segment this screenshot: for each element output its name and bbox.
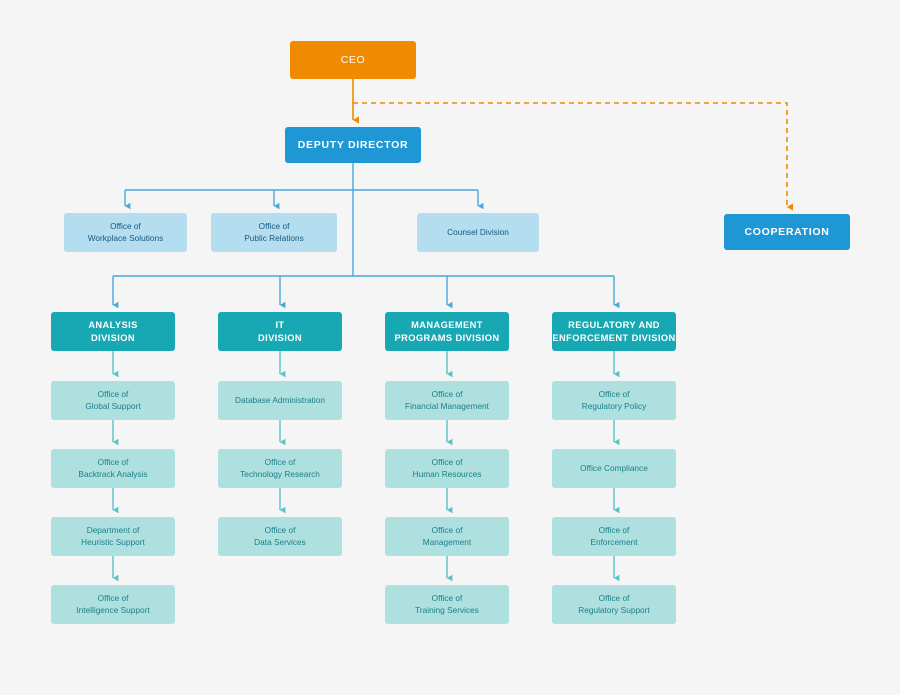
node-office-office-of-intelligence-support[interactable]: Office of Intelligence Support [51, 585, 175, 624]
node-cooperation[interactable]: COOPERATION [724, 214, 850, 250]
node-office-office-of-regulatory-policy[interactable]: Office of Regulatory Policy [552, 381, 676, 420]
node-division-analysis-division[interactable]: ANALYSIS DIVISION [51, 312, 175, 351]
node-office-office-of-global-support[interactable]: Office of Global Support [51, 381, 175, 420]
node-division-management-programs-division[interactable]: MANAGEMENT PROGRAMS DIVISION [385, 312, 509, 351]
child-connector-group [112, 351, 620, 582]
node-office-public-relations[interactable]: Office of Public Relations [211, 213, 337, 252]
node-office-office-compliance[interactable]: Office Compliance [552, 449, 676, 488]
node-office-office-of-management[interactable]: Office of Management [385, 517, 509, 556]
node-office-office-of-technology-research[interactable]: Office of Technology Research [218, 449, 342, 488]
node-office-office-of-enforcement[interactable]: Office of Enforcement [552, 517, 676, 556]
node-division-it-division[interactable]: IT DIVISION [218, 312, 342, 351]
node-ceo[interactable]: CEO [290, 41, 416, 79]
node-office-office-of-financial-management[interactable]: Office of Financial Management [385, 381, 509, 420]
node-office-office-of-training-services[interactable]: Office of Training Services [385, 585, 509, 624]
node-office-database-administration[interactable]: Database Administration [218, 381, 342, 420]
node-office-department-of-heuristic-support[interactable]: Department of Heuristic Support [51, 517, 175, 556]
node-office-office-of-human-resources[interactable]: Office of Human Resources [385, 449, 509, 488]
node-office-office-of-regulatory-support[interactable]: Office of Regulatory Support [552, 585, 676, 624]
node-deputy-director[interactable]: DEPUTY DIRECTOR [285, 127, 421, 163]
node-counsel-division[interactable]: Counsel Division [417, 213, 539, 252]
node-office-office-of-backtrack-analysis[interactable]: Office of Backtrack Analysis [51, 449, 175, 488]
node-division-regulatory-and-enforcement-division[interactable]: REGULATORY AND ENFORCEMENT DIVISION [552, 312, 676, 351]
node-office-workplace-solutions[interactable]: Office of Workplace Solutions [64, 213, 187, 252]
node-office-office-of-data-services[interactable]: Office of Data Services [218, 517, 342, 556]
